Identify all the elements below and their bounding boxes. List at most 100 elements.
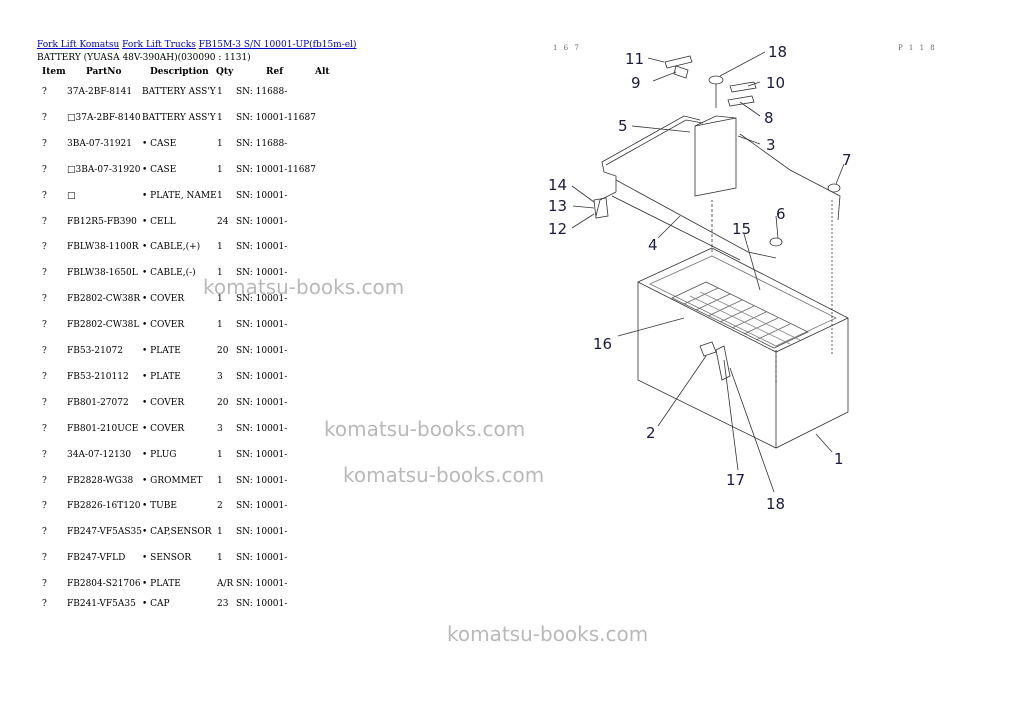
item-cell: ? <box>42 527 47 537</box>
partno-cell: 37A-2BF-8141 <box>67 87 133 97</box>
ref-cell: SN: 10001-11687 <box>236 165 316 175</box>
ref-cell: SN: 10001- <box>236 599 288 609</box>
description-cell: • TUBE <box>142 501 177 511</box>
ref-cell: SN: 10001- <box>236 553 288 563</box>
ref-cell: SN: 10001- <box>236 217 288 227</box>
callout-7: 7 <box>842 151 852 169</box>
page-mark-left: 1 6 7 <box>553 44 581 52</box>
qty-cell: A/R <box>217 579 234 589</box>
partno-cell: FB801-210UCE <box>67 424 139 434</box>
ref-cell: SN: 10001- <box>236 501 288 511</box>
partno-cell: FB53-21072 <box>67 346 123 356</box>
description-cell: • CABLE,(-) <box>142 268 196 278</box>
callout-8: 8 <box>764 109 774 127</box>
qty-cell: 23 <box>217 599 229 609</box>
partno-cell: FB2802-CW38R <box>67 294 141 304</box>
description-cell: • COVER <box>142 294 185 304</box>
ref-cell: SN: 10001- <box>236 268 288 278</box>
col-header-item: Item <box>42 67 66 77</box>
col-header-alt: Alt <box>315 67 330 77</box>
description-cell: • CASE <box>142 139 177 149</box>
partno-cell: FB247-VFLD <box>67 553 126 563</box>
description-cell: BATTERY ASS'Y <box>142 87 216 97</box>
qty-cell: 3 <box>217 424 223 434</box>
callout-5: 5 <box>618 117 628 135</box>
breadcrumb-link-fork-lift-komatsu[interactable]: Fork Lift Komatsu <box>37 40 120 50</box>
description-cell: • PLATE <box>142 346 181 356</box>
callout-6: 6 <box>776 205 786 223</box>
description-cell: • GROMMET <box>142 476 203 486</box>
item-cell: ? <box>42 191 47 201</box>
description-cell: • COVER <box>142 320 185 330</box>
qty-cell: 1 <box>217 320 223 330</box>
ref-cell: SN: 10001- <box>236 346 288 356</box>
ref-cell: SN: 11688- <box>236 139 288 149</box>
callout-18-top: 18 <box>768 43 787 61</box>
item-cell: ? <box>42 139 47 149</box>
item-cell: ? <box>42 553 47 563</box>
item-cell: ? <box>42 501 47 511</box>
callout-14: 14 <box>548 176 567 194</box>
partno-cell: FB2826-16T120 <box>67 501 141 511</box>
partno-cell: FB2828-WG38 <box>67 476 134 486</box>
qty-cell: 1 <box>217 113 223 123</box>
item-cell: ? <box>42 165 47 175</box>
breadcrumb: Fork Lift Komatsu Fork Lift Trucks FB15M… <box>37 40 356 50</box>
description-cell: • COVER <box>142 424 185 434</box>
callout-13: 13 <box>548 197 567 215</box>
callout-16: 16 <box>593 335 612 353</box>
description-cell: • PLATE, NAME <box>142 191 217 201</box>
description-cell: • PLUG <box>142 450 177 460</box>
partno-cell: □37A-2BF-8140 <box>67 113 141 123</box>
item-cell: ? <box>42 242 47 252</box>
partno-cell: FBLW38-1650L <box>67 268 138 278</box>
item-cell: ? <box>42 268 47 278</box>
qty-cell: 1 <box>217 165 223 175</box>
item-cell: ? <box>42 579 47 589</box>
partno-cell: FB53-210112 <box>67 372 129 382</box>
item-cell: ? <box>42 450 47 460</box>
description-cell: • SENSOR <box>142 553 192 563</box>
partno-cell: FB801-27072 <box>67 398 129 408</box>
item-cell: ? <box>42 476 47 486</box>
qty-cell: 24 <box>217 217 229 227</box>
partno-cell: □3BA-07-31920 <box>67 165 141 175</box>
callout-2: 2 <box>646 424 656 442</box>
callout-15: 15 <box>732 220 751 238</box>
qty-cell: 1 <box>217 527 223 537</box>
qty-cell: 1 <box>217 139 223 149</box>
callout-3: 3 <box>766 136 776 154</box>
callout-17: 17 <box>726 471 745 489</box>
callout-11: 11 <box>625 50 644 68</box>
qty-cell: 1 <box>217 191 223 201</box>
ref-cell: SN: 10001- <box>236 372 288 382</box>
partno-cell: FB12R5-FB390 <box>67 217 137 227</box>
qty-cell: 2 <box>217 501 223 511</box>
description-cell: • COVER <box>142 398 185 408</box>
page-mark-right: P 1 1 8 <box>898 44 937 52</box>
watermark: komatsu-books.com <box>324 417 526 441</box>
qty-cell: 1 <box>217 242 223 252</box>
breadcrumb-link-fork-lift-trucks[interactable]: Fork Lift Trucks <box>122 40 196 50</box>
watermark: komatsu-books.com <box>447 622 649 646</box>
ref-cell: SN: 10001-11687 <box>236 113 316 123</box>
description-cell: • CABLE,(+) <box>142 242 201 252</box>
description-cell: • CELL <box>142 217 176 227</box>
description-cell: • CAP <box>142 599 170 609</box>
callout-18-bottom: 18 <box>766 495 785 513</box>
callout-12: 12 <box>548 220 567 238</box>
ref-cell: SN: 10001- <box>236 476 288 486</box>
callout-4: 4 <box>648 236 658 254</box>
item-cell: ? <box>42 87 47 97</box>
ref-cell: SN: 10001- <box>236 242 288 252</box>
qty-cell: 1 <box>217 450 223 460</box>
col-header-qty: Qty <box>216 67 234 77</box>
ref-cell: SN: 10001- <box>236 527 288 537</box>
breadcrumb-link-model[interactable]: FB15M-3 S/N 10001-UP(fb15m-el) <box>198 40 357 50</box>
section-title: BATTERY (YUASA 48V-390AH)(030090 : 1131) <box>37 53 251 63</box>
qty-cell: 1 <box>217 476 223 486</box>
item-cell: ? <box>42 113 47 123</box>
ref-cell: SN: 10001- <box>236 320 288 330</box>
qty-cell: 20 <box>217 398 229 408</box>
qty-cell: 1 <box>217 553 223 563</box>
